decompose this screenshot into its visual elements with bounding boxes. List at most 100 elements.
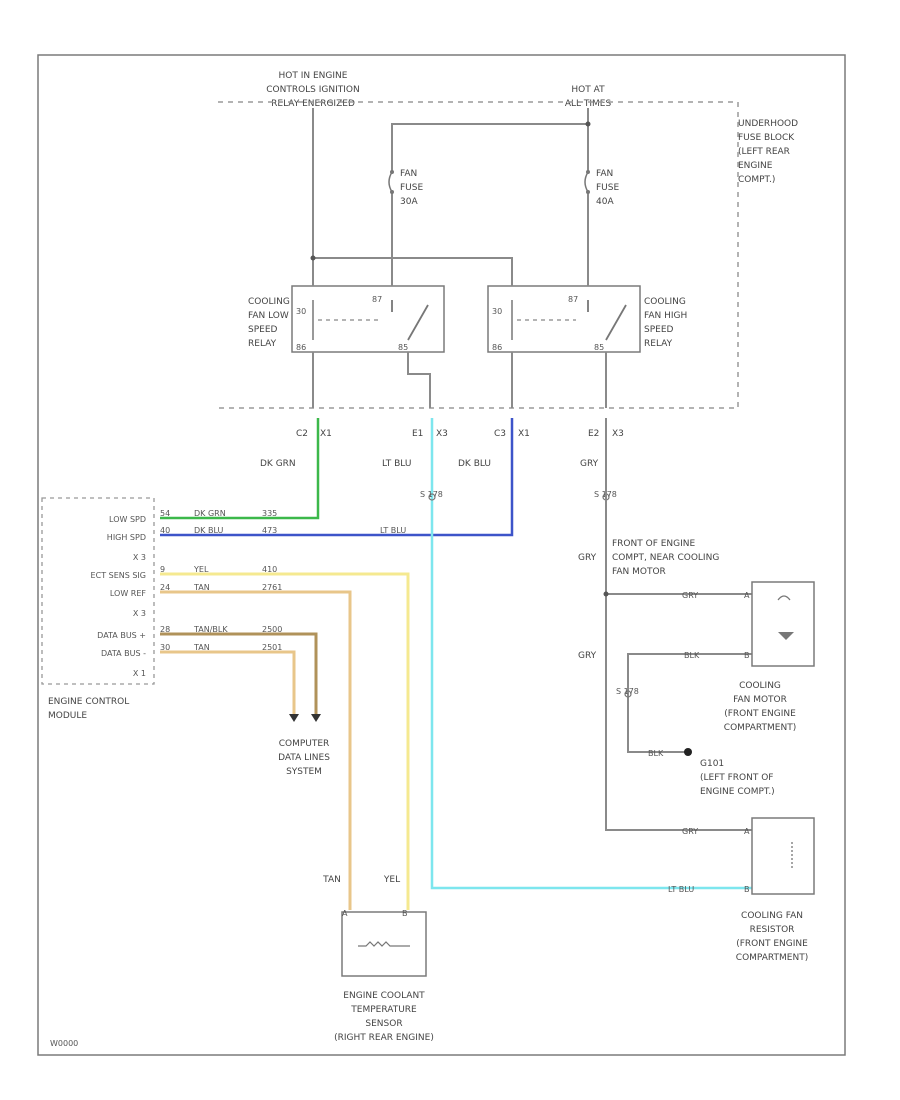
blk-label: BLK xyxy=(684,651,700,660)
svg-text:C2: C2 xyxy=(296,429,308,439)
svg-text:LT BLU: LT BLU xyxy=(382,459,411,469)
svg-text:RESISTOR: RESISTOR xyxy=(750,925,795,935)
svg-text:LOW REF: LOW REF xyxy=(110,589,147,598)
svg-text:HOT IN ENGINE: HOT IN ENGINE xyxy=(279,71,348,81)
svg-text:B: B xyxy=(744,651,750,660)
svg-text:X3: X3 xyxy=(436,429,448,439)
svg-text:SPEED: SPEED xyxy=(644,325,674,335)
svg-text:87: 87 xyxy=(568,295,578,304)
svg-text:FAN MOTOR: FAN MOTOR xyxy=(733,695,787,705)
svg-text:DK BLU: DK BLU xyxy=(194,526,223,535)
svg-text:A: A xyxy=(744,591,750,600)
diagram-frame xyxy=(37,54,846,1056)
svg-text:2500: 2500 xyxy=(262,625,282,634)
svg-text:GRY: GRY xyxy=(682,591,698,600)
hot-at-all-times-label: HOT AT ALL TIMES xyxy=(565,85,612,109)
ignition-feed xyxy=(312,108,513,278)
svg-text:LT BLU: LT BLU xyxy=(668,885,694,894)
svg-text:COOLING FAN: COOLING FAN xyxy=(741,911,803,921)
underhood-fuse-block-outline xyxy=(218,101,739,409)
svg-text:DK GRN: DK GRN xyxy=(194,509,226,518)
svg-text:ENGINE COMPT.): ENGINE COMPT.) xyxy=(700,787,775,797)
svg-text:ENGINE COOLANT: ENGINE COOLANT xyxy=(343,991,425,1001)
svg-text:FAN: FAN xyxy=(596,169,613,179)
tan-blk-wire xyxy=(160,632,318,714)
diagram-code: W0000 xyxy=(50,1039,78,1048)
svg-text:GRY: GRY xyxy=(580,459,599,469)
svg-text:RELAY ENERGIZED: RELAY ENERGIZED xyxy=(271,99,355,109)
svg-text:COMPUTER: COMPUTER xyxy=(279,739,330,749)
svg-text:GRY: GRY xyxy=(682,827,698,836)
svg-text:TEMPERATURE: TEMPERATURE xyxy=(350,1005,417,1015)
svg-text:2501: 2501 xyxy=(262,643,282,652)
wire-low-relay-87 xyxy=(407,362,431,408)
yel-wire xyxy=(160,572,410,910)
svg-text:E1: E1 xyxy=(412,429,423,439)
svg-text:YEL: YEL xyxy=(193,565,209,574)
cooling-fan-high-speed-relay: 30 87 86 85 COOLING FAN HIGH SPEED RELAY xyxy=(487,278,687,362)
svg-text:FAN LOW: FAN LOW xyxy=(248,311,289,321)
svg-text:30: 30 xyxy=(160,643,170,652)
svg-text:DATA BUS +: DATA BUS + xyxy=(97,631,146,640)
svg-text:COMPT.): COMPT.) xyxy=(738,175,775,185)
cooling-fan-low-speed-relay: 30 87 86 85 COOLING FAN LOW SPEED RELAY xyxy=(248,278,445,362)
svg-text:X 1: X 1 xyxy=(133,669,146,678)
svg-text:TAN: TAN xyxy=(193,583,210,592)
svg-text:FRONT OF ENGINE: FRONT OF ENGINE xyxy=(612,539,696,549)
svg-text:ALL TIMES: ALL TIMES xyxy=(565,99,612,109)
svg-text:X1: X1 xyxy=(320,429,332,439)
svg-text:(LEFT REAR: (LEFT REAR xyxy=(738,147,790,157)
underhood-fuse-block-label: UNDERHOOD FUSE BLOCK (LEFT REAR ENGINE C… xyxy=(738,119,798,185)
svg-text:A: A xyxy=(744,827,750,836)
svg-text:HIGH SPD: HIGH SPD xyxy=(107,533,146,542)
svg-text:E2: E2 xyxy=(588,429,599,439)
battery-feed-bus xyxy=(391,108,589,162)
hot-in-engine-label: HOT IN ENGINE CONTROLS IGNITION RELAY EN… xyxy=(266,71,360,109)
svg-text:86: 86 xyxy=(492,343,502,352)
svg-text:C3: C3 xyxy=(494,429,506,439)
svg-text:87: 87 xyxy=(372,295,382,304)
splice-dot xyxy=(603,591,609,597)
front-of-engine-label: FRONT OF ENGINE COMPT, NEAR COOLING FAN … xyxy=(578,539,719,836)
tan-data-wire xyxy=(160,650,296,714)
svg-text:COMPT, NEAR COOLING: COMPT, NEAR COOLING xyxy=(612,553,719,563)
svg-text:2761: 2761 xyxy=(262,583,282,592)
svg-text:CONTROLS IGNITION: CONTROLS IGNITION xyxy=(266,85,360,95)
fuse-30a: FAN FUSE 30A xyxy=(388,162,423,278)
svg-text:B: B xyxy=(744,885,750,894)
svg-text:X 3: X 3 xyxy=(133,609,146,618)
connector-labels: C2 X1 E1 X3 C3 X1 E2 X3 xyxy=(296,429,624,439)
svg-text:COOLING: COOLING xyxy=(644,297,686,307)
svg-text:A: A xyxy=(342,909,348,918)
engine-coolant-temperature-sensor: TAN YEL A B ENGINE COOLANT TEMPERATURE S… xyxy=(322,875,434,1043)
svg-text:X1: X1 xyxy=(518,429,530,439)
svg-text:28: 28 xyxy=(160,625,170,634)
svg-text:COMPARTMENT): COMPARTMENT) xyxy=(736,953,808,963)
svg-text:TAN: TAN xyxy=(322,875,341,885)
svg-text:GRY: GRY xyxy=(578,553,597,563)
svg-text:X 3: X 3 xyxy=(133,553,146,562)
svg-text:TAN/BLK: TAN/BLK xyxy=(193,625,228,634)
svg-text:(FRONT ENGINE: (FRONT ENGINE xyxy=(724,709,796,719)
svg-text:RELAY: RELAY xyxy=(644,339,673,349)
svg-text:HOT AT: HOT AT xyxy=(571,85,605,95)
ground-g101: G101 (LEFT FRONT OF ENGINE COMPT.) xyxy=(684,748,775,797)
svg-text:FUSE BLOCK: FUSE BLOCK xyxy=(738,133,795,143)
fuse-40a: FAN FUSE 40A xyxy=(584,162,619,278)
svg-text:DK GRN: DK GRN xyxy=(260,459,296,469)
svg-text:MODULE: MODULE xyxy=(48,711,87,721)
svg-text:COOLING: COOLING xyxy=(739,681,781,691)
svg-text:85: 85 xyxy=(398,343,408,352)
svg-text:S 178: S 178 xyxy=(420,490,443,499)
svg-text:410: 410 xyxy=(262,565,277,574)
svg-text:54: 54 xyxy=(160,509,170,518)
lt-blu-wire xyxy=(430,418,752,890)
svg-text:ENGINE CONTROL: ENGINE CONTROL xyxy=(48,697,129,707)
tan-wire xyxy=(160,590,352,910)
svg-text:RELAY: RELAY xyxy=(248,339,277,349)
svg-text:UNDERHOOD: UNDERHOOD xyxy=(738,119,798,129)
svg-text:(FRONT ENGINE: (FRONT ENGINE xyxy=(736,939,808,949)
svg-text:24: 24 xyxy=(160,583,170,592)
splice-dot xyxy=(585,121,591,127)
svg-text:DK BLU: DK BLU xyxy=(458,459,491,469)
